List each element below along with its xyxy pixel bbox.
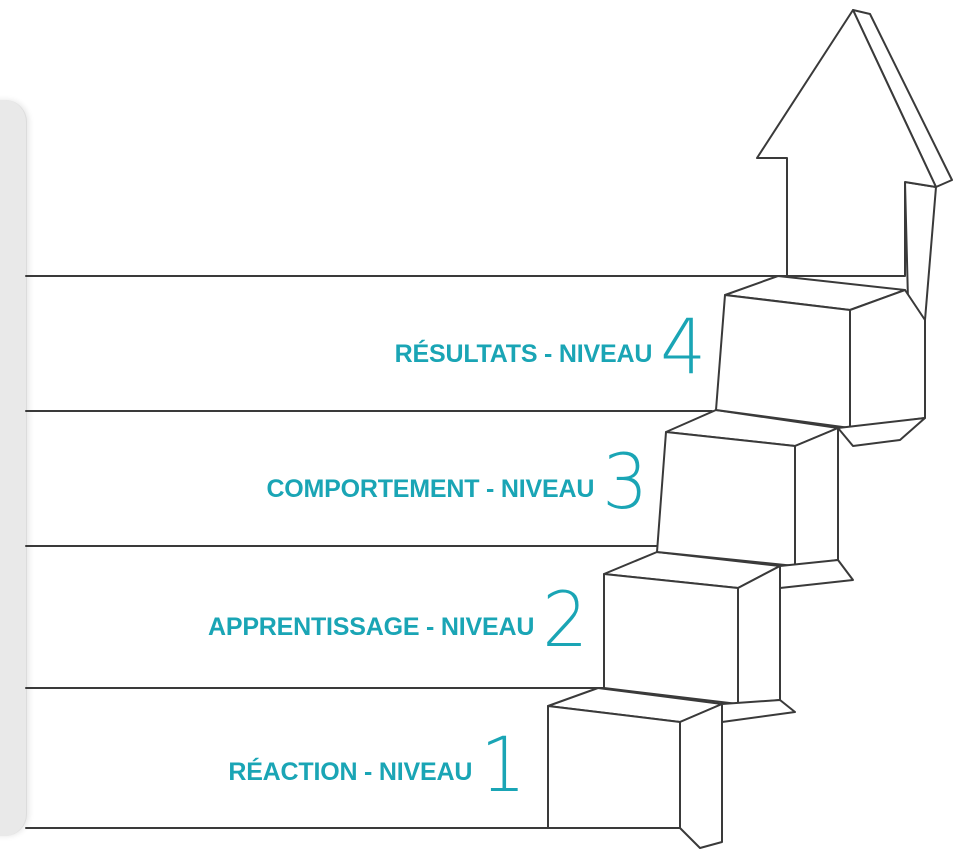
step-1-side — [679, 703, 723, 849]
level-3-text: COMPORTEMENT - NIVEAU — [266, 474, 595, 503]
level-3-label: COMPORTEMENT - NIVEAU 3 — [266, 437, 648, 527]
staircase-icon — [547, 275, 926, 849]
step-3-riser-side — [779, 559, 854, 589]
side-panel — [0, 100, 27, 836]
level-2-label: APPRENTISSAGE - NIVEAU 2 — [207, 575, 588, 665]
level-2-text: APPRENTISSAGE - NIVEAU — [207, 612, 535, 641]
level-4-number: 4 — [660, 302, 706, 392]
step-4-side — [849, 289, 926, 429]
step-2-front — [603, 573, 739, 705]
step-4-front — [715, 294, 851, 429]
level-1-label: RÉACTION - NIVEAU 1 — [228, 720, 526, 810]
step-4-riser-side — [837, 417, 926, 447]
level-1-text: RÉACTION - NIVEAU — [228, 757, 473, 786]
step-3-side — [794, 427, 839, 567]
step-2-riser-side — [721, 699, 796, 723]
level-3-number: 3 — [602, 437, 648, 527]
upward-arrow-icon — [756, 9, 953, 321]
level-4-label: RÉSULTATS - NIVEAU 4 — [394, 302, 706, 392]
step-3-front — [656, 431, 796, 567]
level-4-text: RÉSULTATS - NIVEAU — [394, 339, 653, 368]
step-2-side — [737, 565, 781, 705]
level-1-number: 1 — [480, 720, 526, 810]
level-2-number: 2 — [542, 575, 588, 665]
step-1-front — [547, 705, 681, 829]
